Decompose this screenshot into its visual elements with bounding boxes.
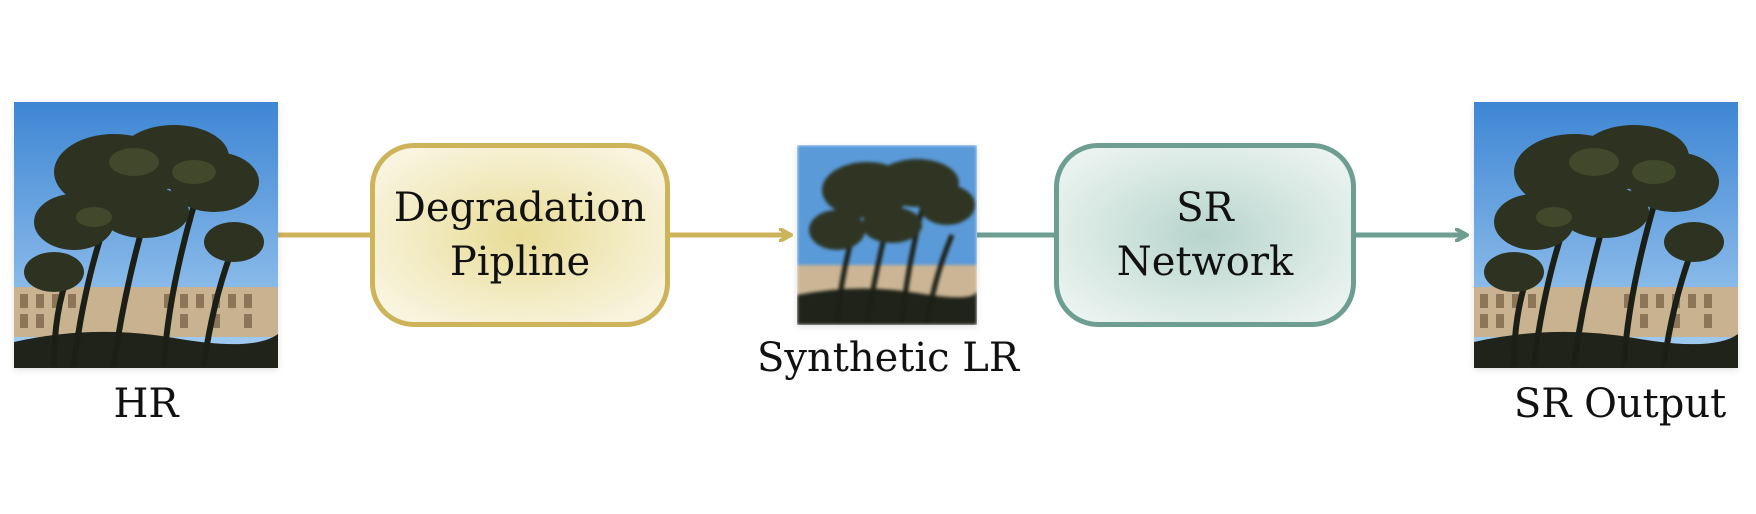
hr-image — [14, 102, 278, 368]
synthetic-lr-caption: Synthetic LR — [757, 335, 1019, 381]
degradation-line-2: Pipline — [449, 239, 591, 285]
synthetic-lr-image — [797, 145, 977, 325]
sr-network-line-2: Network — [1116, 239, 1294, 285]
sr-network-line-1: SR — [1176, 185, 1234, 231]
sr-output-caption: SR Output — [1513, 381, 1727, 427]
sr-output-image — [1474, 102, 1738, 368]
degradation-pipeline-box: Degradation Pipline — [370, 143, 670, 327]
hr-caption: HR — [113, 381, 179, 427]
degradation-line-1: Degradation — [393, 185, 647, 231]
sr-network-box: SR Network — [1054, 143, 1356, 327]
